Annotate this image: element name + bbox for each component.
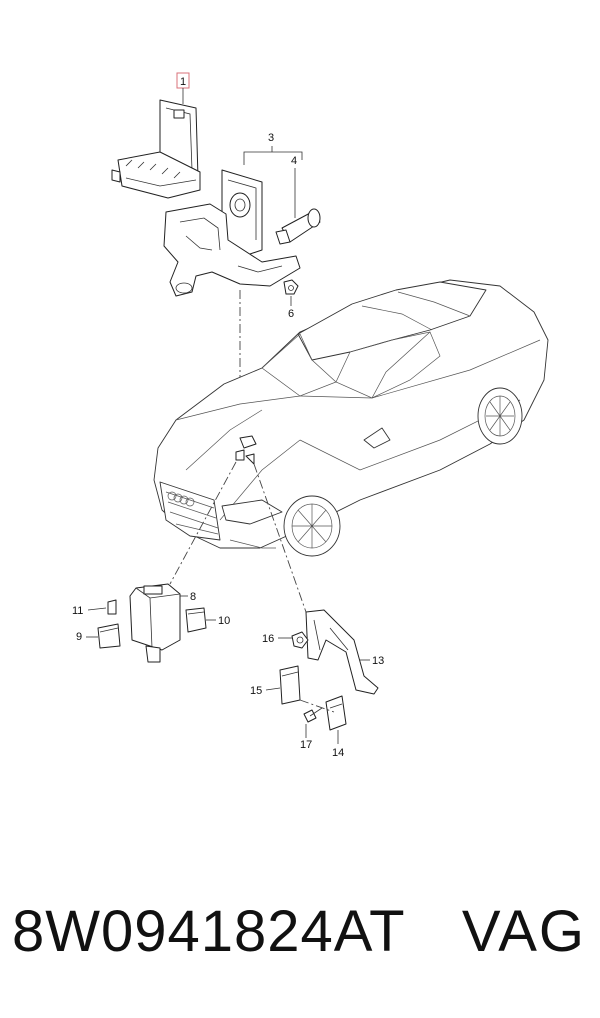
battery-terminal-housing [221,169,263,259]
car-illustration [153,279,549,557]
fuse-box-bracket [163,203,301,297]
cigarette-lighter-socket [275,208,321,245]
relay-9 [97,623,121,649]
callout-9[interactable]: 9 [76,631,82,643]
relay-holder-8 [129,583,181,663]
screw-17 [303,707,323,723]
part-number: 8W0941824AT [12,899,406,964]
callout-11[interactable]: 11 [72,605,83,617]
callout-8[interactable]: 8 [190,591,196,603]
callout-13[interactable]: 13 [372,655,384,667]
leader-car-to-relay [169,461,237,585]
callout-17[interactable]: 17 [300,739,312,751]
fuse-11 [107,599,117,615]
footer: 8W0941824AT VAG [0,890,600,980]
callout-16[interactable]: 16 [262,633,274,645]
callout-4[interactable]: 4 [291,155,297,167]
nut-6 [283,279,299,295]
control-unit-14 [325,695,347,731]
audi-rings [167,491,195,507]
callout-3[interactable]: 3 [268,132,274,144]
callout-1[interactable]: 1 [180,76,186,88]
control-unit-15 [279,665,301,705]
fuse-box-relay-carrier [111,151,201,199]
brand-label: VAG [461,899,586,964]
callout-10[interactable]: 10 [218,615,230,627]
parts-diagram: 1 3 4 6 [72,72,549,759]
nut-16 [291,631,309,649]
callout-14[interactable]: 14 [332,747,344,759]
callout-15[interactable]: 15 [250,685,262,697]
relay-10 [185,607,207,633]
mounting-bracket-13 [305,609,379,695]
callout-6[interactable]: 6 [288,308,294,320]
